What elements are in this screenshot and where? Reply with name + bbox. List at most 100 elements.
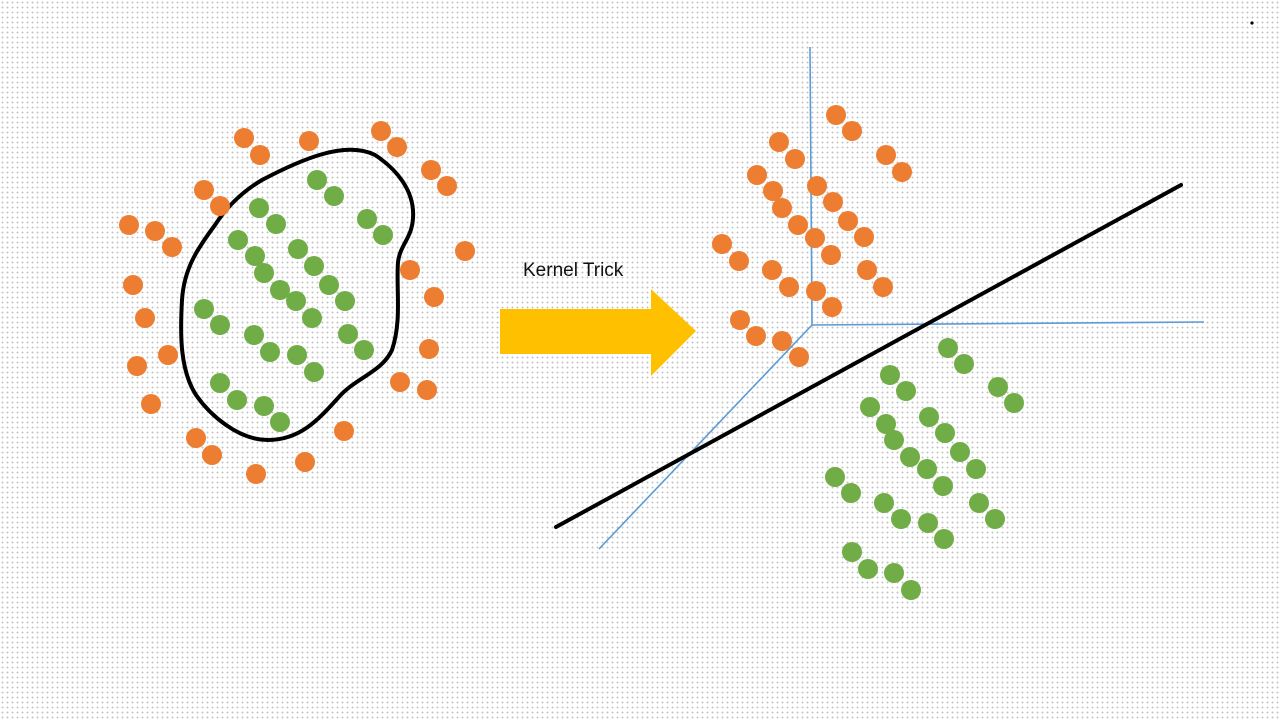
left-orange-point-2 <box>299 131 319 151</box>
right-orange-point-22 <box>806 281 826 301</box>
right-orange-point-14 <box>805 228 825 248</box>
left-green-point-9 <box>304 256 324 276</box>
right-orange-point-1 <box>842 121 862 141</box>
left-orange-point-18 <box>419 339 439 359</box>
axis-diagonal <box>598 324 813 550</box>
left-orange-point-27 <box>246 464 266 484</box>
right-green-point-18 <box>874 493 894 513</box>
right-green-point-13 <box>966 459 986 479</box>
right-orange-point-15 <box>821 245 841 265</box>
left-green-point-26 <box>254 396 274 416</box>
linear-separator <box>554 183 1183 529</box>
left-orange-point-21 <box>417 380 437 400</box>
right-orange-point-23 <box>822 297 842 317</box>
right-green-point-26 <box>884 563 904 583</box>
left-green-point-1 <box>324 186 344 206</box>
right-orange-point-19 <box>779 277 799 297</box>
left-green-point-21 <box>354 340 374 360</box>
right-green-point-6 <box>860 397 880 417</box>
left-green-point-6 <box>228 230 248 250</box>
left-orange-point-6 <box>437 176 457 196</box>
right-orange-point-11 <box>788 215 808 235</box>
left-orange-point-11 <box>162 237 182 257</box>
right-orange-point-9 <box>823 192 843 212</box>
left-green-point-27 <box>270 412 290 432</box>
left-green-point-24 <box>210 373 230 393</box>
right-green-point-19 <box>891 509 911 529</box>
kernel-arrow-icon <box>500 289 696 376</box>
right-green-point-1 <box>954 354 974 374</box>
right-orange-point-4 <box>876 145 896 165</box>
left-green-point-13 <box>335 291 355 311</box>
left-orange-point-12 <box>455 241 475 261</box>
left-orange-point-8 <box>210 196 230 216</box>
left-orange-point-15 <box>424 287 444 307</box>
left-green-point-10 <box>254 263 274 283</box>
right-orange-point-12 <box>838 211 858 231</box>
left-panel <box>119 121 475 484</box>
right-green-point-10 <box>884 430 904 450</box>
right-orange-point-8 <box>807 176 827 196</box>
right-green-point-7 <box>876 414 896 434</box>
left-orange-point-1 <box>250 145 270 165</box>
left-green-point-25 <box>227 390 247 410</box>
left-orange-point-25 <box>202 445 222 465</box>
left-green-point-2 <box>249 198 269 218</box>
left-green-point-7 <box>245 246 265 266</box>
right-orange-point-2 <box>769 132 789 152</box>
right-orange-point-17 <box>729 251 749 271</box>
right-orange-point-13 <box>854 227 874 247</box>
right-green-point-23 <box>934 529 954 549</box>
left-green-point-14 <box>286 291 306 311</box>
left-orange-point-4 <box>387 137 407 157</box>
right-orange-points <box>712 105 912 367</box>
right-green-point-4 <box>988 377 1008 397</box>
right-orange-point-6 <box>747 165 767 185</box>
transform-arrow-group: Kernel Trick <box>500 260 696 376</box>
left-orange-point-26 <box>295 452 315 472</box>
right-green-point-3 <box>896 381 916 401</box>
left-green-point-19 <box>260 342 280 362</box>
left-green-point-0 <box>307 170 327 190</box>
right-green-point-25 <box>858 559 878 579</box>
left-orange-point-23 <box>334 421 354 441</box>
right-orange-point-18 <box>762 260 782 280</box>
left-orange-point-20 <box>390 372 410 392</box>
left-orange-point-10 <box>145 221 165 241</box>
right-orange-point-0 <box>826 105 846 125</box>
right-orange-point-25 <box>746 326 766 346</box>
left-orange-point-24 <box>186 428 206 448</box>
right-green-point-9 <box>935 423 955 443</box>
right-green-point-14 <box>917 459 937 479</box>
right-green-point-27 <box>901 580 921 600</box>
right-orange-point-10 <box>772 198 792 218</box>
left-green-point-8 <box>288 239 308 259</box>
left-orange-point-9 <box>119 215 139 235</box>
left-green-points <box>194 170 393 432</box>
right-orange-point-27 <box>789 347 809 367</box>
right-orange-point-7 <box>763 181 783 201</box>
right-green-point-15 <box>933 476 953 496</box>
right-orange-point-20 <box>857 260 877 280</box>
left-green-point-4 <box>357 209 377 229</box>
nonlinear-boundary <box>179 147 416 442</box>
left-green-point-20 <box>338 324 358 344</box>
left-green-point-23 <box>304 362 324 382</box>
right-green-point-22 <box>918 513 938 533</box>
right-panel <box>554 46 1205 600</box>
right-orange-point-21 <box>873 277 893 297</box>
right-orange-point-24 <box>730 310 750 330</box>
left-orange-point-0 <box>234 128 254 148</box>
left-orange-point-16 <box>135 308 155 328</box>
left-green-point-5 <box>373 225 393 245</box>
left-orange-point-17 <box>158 345 178 365</box>
feature-space-axes <box>598 46 1205 550</box>
right-green-point-21 <box>985 509 1005 529</box>
left-orange-point-14 <box>123 275 143 295</box>
left-orange-point-22 <box>141 394 161 414</box>
left-green-point-11 <box>270 280 290 300</box>
left-green-point-3 <box>266 214 286 234</box>
right-orange-point-16 <box>712 234 732 254</box>
right-orange-point-3 <box>785 149 805 169</box>
